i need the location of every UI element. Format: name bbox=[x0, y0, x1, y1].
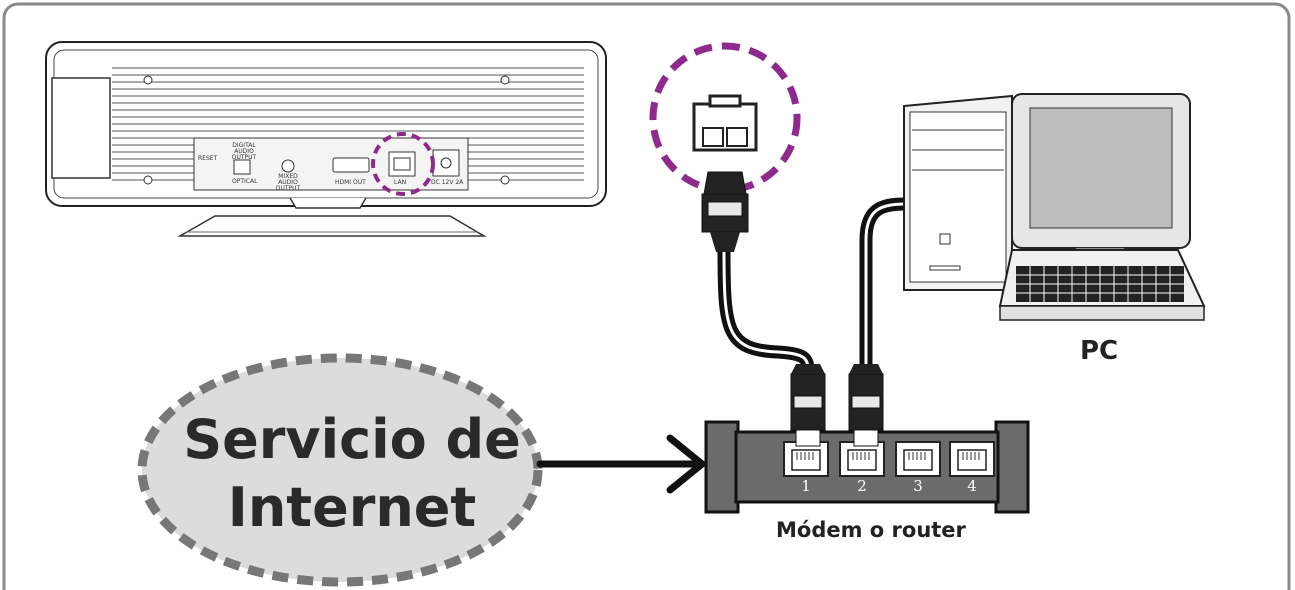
hdmi-out-label: HDMI OUT bbox=[335, 179, 366, 186]
ethernet-plug-router-1 bbox=[790, 364, 826, 447]
pc-label: PC bbox=[1080, 336, 1119, 366]
router-port-4-number: 4 bbox=[967, 477, 977, 495]
lan-jack-icon bbox=[692, 94, 758, 152]
pc-illustration bbox=[903, 93, 1206, 321]
reset-label: RESET bbox=[198, 155, 218, 162]
lan-label: LAN bbox=[394, 179, 407, 186]
dc-label: DC 12V 2A bbox=[431, 179, 464, 186]
connection-arrow bbox=[536, 434, 706, 494]
ethernet-plug-router-2 bbox=[848, 364, 884, 447]
ethernet-plug-top bbox=[701, 171, 749, 252]
router bbox=[704, 420, 1030, 514]
router-port-2-number: 2 bbox=[857, 477, 867, 495]
internet-cloud bbox=[137, 353, 543, 587]
internet-service-label-line1: Servicio de bbox=[183, 408, 521, 471]
digital-audio-output-label: DIGITAL AUDIO OUTPUT bbox=[231, 142, 257, 161]
router-port-1-number: 1 bbox=[801, 477, 811, 495]
router-label: Módem o router bbox=[776, 518, 966, 542]
ethernet-cables bbox=[717, 197, 912, 387]
internet-service-label-line2: Internet bbox=[227, 476, 477, 539]
lan-port-highlight bbox=[371, 132, 435, 196]
router-port-3-number: 3 bbox=[913, 477, 923, 495]
mixed-audio-output-label: MIXED AUDIO OUTPUT bbox=[275, 173, 301, 192]
device-back-view bbox=[45, 41, 607, 237]
optical-label: OPTICAL bbox=[232, 178, 258, 185]
